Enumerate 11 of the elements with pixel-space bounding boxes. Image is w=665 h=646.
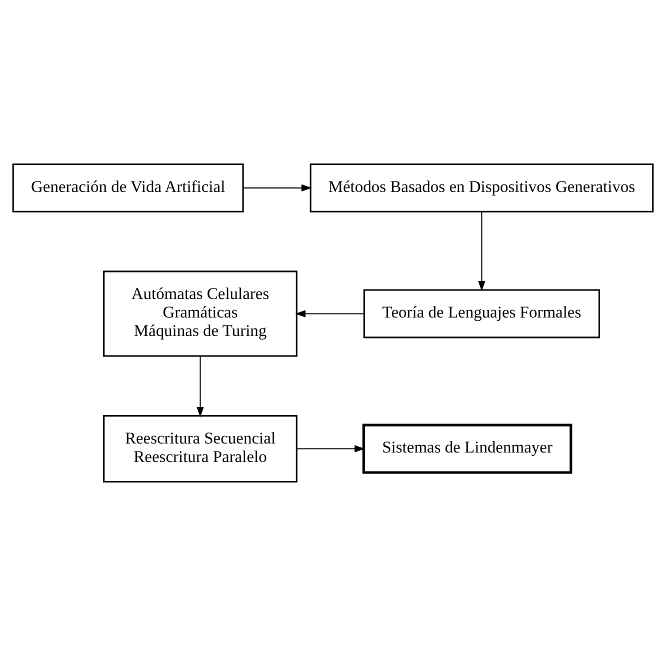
arrow <box>296 445 364 452</box>
node-box: Métodos Basados en Dispositivos Generativos <box>309 163 654 212</box>
node-box: Reescritura Secuencial Reescritura Paralelo <box>102 415 297 483</box>
arrow <box>478 212 485 292</box>
arrow <box>294 310 364 318</box>
node-box: Generación de Vida Artificial <box>12 163 244 212</box>
arrow <box>242 184 312 192</box>
node-box: Sistemas de Lindenmayer <box>362 424 572 474</box>
node-box: Teoría de Lenguajes Formales <box>362 289 600 338</box>
node-box: Autómatas Celulares Gramáticas Máquinas de Turing <box>102 270 297 357</box>
arrow <box>196 356 204 418</box>
